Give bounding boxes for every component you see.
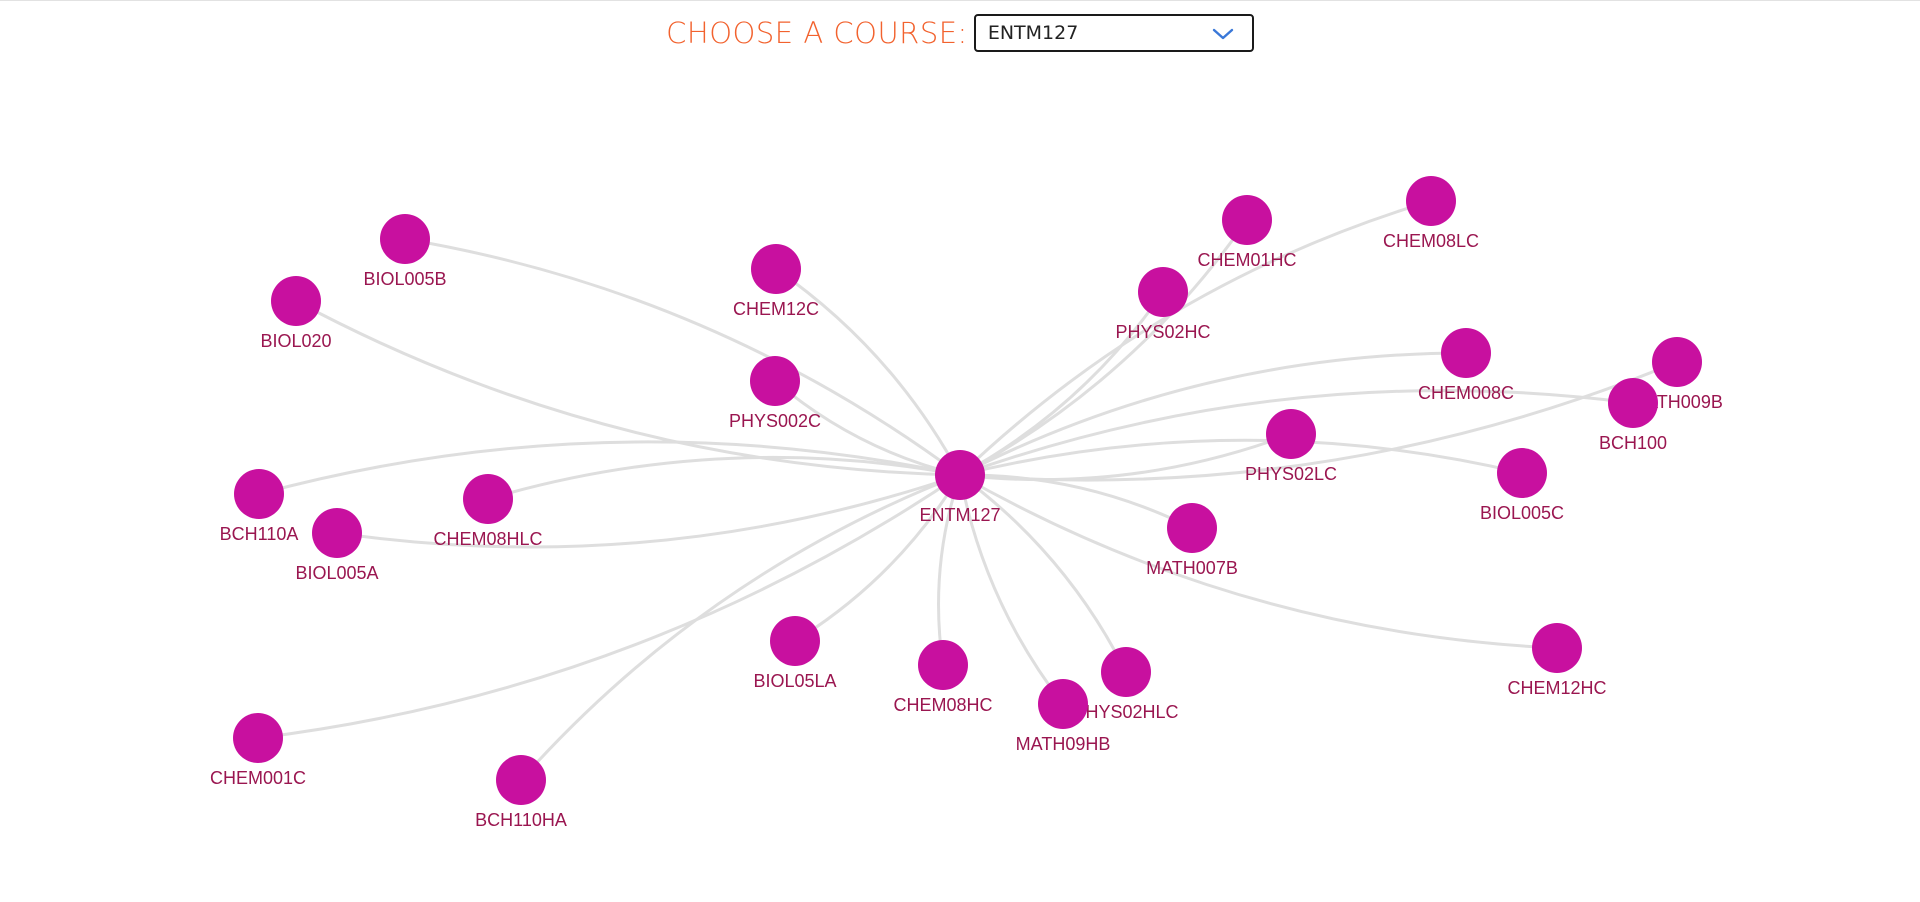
link-entm127-biol005c: [959, 438, 1523, 477]
link-entm127-bch110a: [258, 440, 961, 496]
course-node-chem08hc[interactable]: CHEM08HC: [893, 640, 993, 715]
course-node-chem01hc[interactable]: CHEM01HC: [1197, 195, 1297, 270]
course-node-biol020[interactable]: BIOL020: [260, 276, 332, 351]
node-label: MATH007B: [1146, 558, 1238, 578]
node-label: PHYS02LC: [1245, 464, 1337, 484]
link-entm127-bch110ha: [519, 473, 961, 781]
node-label: BIOL005B: [363, 269, 446, 289]
node-label: PHYS002C: [729, 411, 821, 431]
link-entm127-chem008c: [959, 351, 1467, 477]
node-label: ENTM127: [919, 505, 1000, 525]
link-entm127-chem001c: [257, 473, 961, 740]
node-label: BIOL005C: [1480, 503, 1564, 523]
node-circle[interactable]: [1441, 328, 1491, 378]
node-label: BIOL020: [260, 331, 331, 351]
link-entm127-bch100: [959, 389, 1634, 477]
course-node-chem08hlc[interactable]: CHEM08HLC: [433, 474, 543, 549]
link-entm127-phys02lc: [959, 432, 1292, 482]
course-node-bch100[interactable]: BCH100: [1599, 378, 1667, 453]
node-label: CHEM08LC: [1383, 231, 1479, 251]
node-circle[interactable]: [1222, 195, 1272, 245]
course-node-biol05la[interactable]: BIOL05LA: [753, 616, 837, 691]
course-node-chem008c[interactable]: CHEM008C: [1418, 328, 1514, 403]
course-node-math007b[interactable]: MATH007B: [1146, 503, 1238, 578]
course-search-input[interactable]: [987, 16, 1208, 50]
node-label: CHEM08HLC: [433, 529, 542, 549]
node-label: CHEM08HC: [893, 695, 992, 715]
node-circle[interactable]: [1608, 378, 1658, 428]
node-label: BIOL05LA: [753, 671, 836, 691]
node-circle[interactable]: [1406, 176, 1456, 226]
node-circle[interactable]: [1497, 448, 1547, 498]
course-node-bch110ha[interactable]: BCH110HA: [475, 755, 567, 830]
course-node-biol005a[interactable]: BIOL005A: [295, 508, 379, 583]
link-entm127-chem12hc: [959, 473, 1558, 650]
node-label: BCH110HA: [475, 810, 567, 830]
nodes-layer: ENTM127 BIOL005B BIOL020 CHEM12C PHYS002C CHE…: [210, 176, 1723, 830]
link-entm127-biol05la: [794, 474, 962, 643]
node-circle[interactable]: [1038, 679, 1088, 729]
node-circle[interactable]: [770, 616, 820, 666]
course-node-chem12c[interactable]: CHEM12C: [733, 244, 819, 319]
node-circle[interactable]: [234, 469, 284, 519]
node-circle[interactable]: [1138, 267, 1188, 317]
link-entm127-math007b: [959, 473, 1193, 530]
course-node-chem12hc[interactable]: CHEM12HC: [1507, 623, 1607, 698]
link-entm127-chem08hlc: [487, 455, 961, 501]
node-circle[interactable]: [1652, 337, 1702, 387]
node-label: PHYS02HC: [1115, 322, 1210, 342]
node-circle[interactable]: [271, 276, 321, 326]
node-circle[interactable]: [751, 244, 801, 294]
node-circle[interactable]: [380, 214, 430, 264]
node-circle[interactable]: [1167, 503, 1217, 553]
node-label: BIOL005A: [295, 563, 378, 583]
course-picker-header: CHOOSE A COURSE:: [0, 11, 1920, 55]
node-label: MATH09HB: [1016, 734, 1111, 754]
node-circle[interactable]: [312, 508, 362, 558]
link-entm127-biol005b: [404, 237, 961, 477]
node-label: CHEM001C: [210, 768, 306, 788]
node-circle[interactable]: [1532, 623, 1582, 673]
top-divider: [0, 0, 1920, 1]
course-node-bch110a[interactable]: BCH110A: [220, 469, 299, 544]
node-circle[interactable]: [918, 640, 968, 690]
node-label: CHEM12HC: [1507, 678, 1606, 698]
link-entm127-math009b: [959, 360, 1678, 482]
course-node-phys02lc[interactable]: PHYS02LC: [1245, 409, 1337, 484]
link-entm127-math09hb: [958, 474, 1065, 705]
course-node-math09hb[interactable]: MATH09HB: [1016, 679, 1111, 754]
node-label: PHYS02HLC: [1073, 702, 1178, 722]
node-circle[interactable]: [750, 356, 800, 406]
link-entm127-phys02hlc: [959, 473, 1128, 673]
course-node-phys02hc[interactable]: PHYS02HC: [1115, 267, 1211, 342]
link-entm127-phys02hc: [959, 291, 1165, 477]
node-circle[interactable]: [496, 755, 546, 805]
link-entm127-phys002c: [774, 379, 961, 477]
course-node-phys02hlc[interactable]: PHYS02HLC: [1073, 647, 1179, 722]
links-layer: [257, 199, 1678, 781]
course-node-entm127[interactable]: ENTM127: [919, 450, 1001, 525]
choose-course-label: CHOOSE A COURSE:: [666, 16, 968, 50]
node-circle[interactable]: [1101, 647, 1151, 697]
node-label: BCH100: [1599, 433, 1667, 453]
course-node-biol005c[interactable]: BIOL005C: [1480, 448, 1564, 523]
course-node-biol005b[interactable]: BIOL005B: [363, 214, 447, 289]
course-node-chem001c[interactable]: CHEM001C: [210, 713, 306, 788]
link-entm127-biol005a: [336, 473, 961, 549]
course-node-phys002c[interactable]: PHYS002C: [729, 356, 821, 431]
chevron-down-icon[interactable]: [1212, 27, 1234, 41]
course-select[interactable]: [973, 14, 1254, 52]
node-circle[interactable]: [1266, 409, 1316, 459]
node-label: CHEM12C: [733, 299, 819, 319]
node-label: CHEM01HC: [1197, 250, 1296, 270]
node-label: BCH110A: [220, 524, 299, 544]
node-circle[interactable]: [233, 713, 283, 763]
link-entm127-chem12c: [775, 267, 962, 476]
link-entm127-biol020: [295, 299, 961, 477]
node-label: CHEM008C: [1418, 383, 1514, 403]
course-node-chem08lc[interactable]: CHEM08LC: [1383, 176, 1479, 251]
node-circle[interactable]: [935, 450, 985, 500]
node-circle[interactable]: [463, 474, 513, 524]
